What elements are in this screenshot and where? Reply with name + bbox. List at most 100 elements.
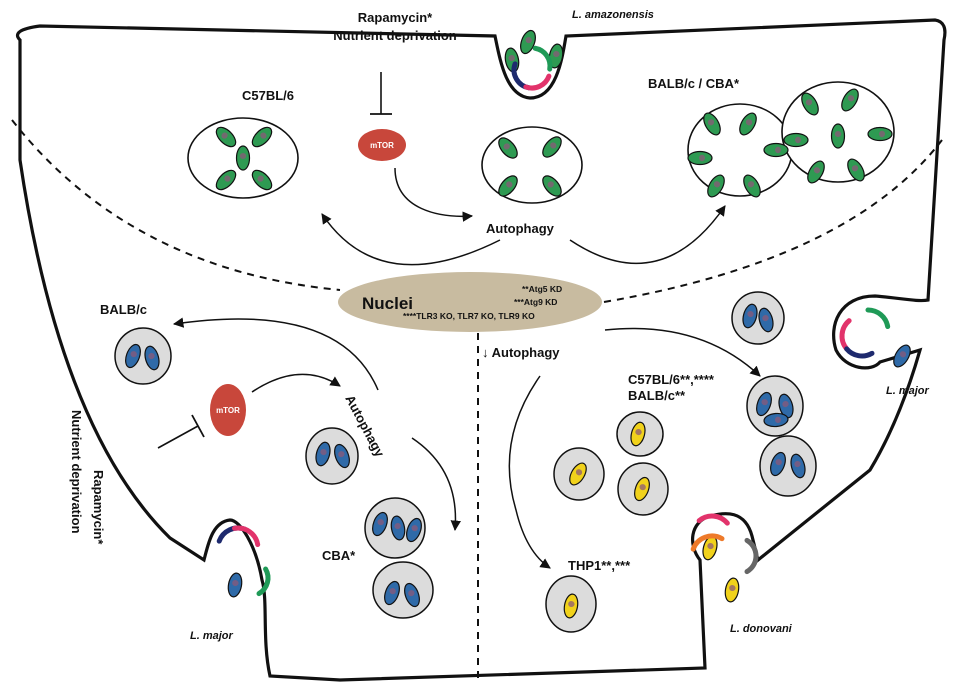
blue-parasite xyxy=(770,451,786,477)
blue-parasite xyxy=(758,307,774,333)
yellow-parasite xyxy=(724,577,740,603)
green-parasite xyxy=(847,158,865,182)
svg-text:***Atg9 KD: ***Atg9 KD xyxy=(514,297,557,307)
green-parasite xyxy=(830,123,846,149)
yellow-parasite xyxy=(563,593,579,619)
vacuole-balbc-left xyxy=(114,327,172,385)
blue-parasite xyxy=(384,580,400,606)
label-balbc-right: BALB/c** xyxy=(628,388,686,403)
inhibition-line-left xyxy=(157,425,199,449)
yellow-parasite xyxy=(634,476,650,502)
green-parasite xyxy=(867,126,893,142)
label-reduced-autophagy: ↓ Autophagy xyxy=(482,345,560,360)
blue-parasite xyxy=(756,391,772,417)
green-parasite xyxy=(841,88,859,112)
green-parasite xyxy=(707,174,725,198)
blue-parasite xyxy=(390,515,406,541)
receptor-green-left xyxy=(256,566,271,597)
green-parasite xyxy=(520,29,536,55)
svg-text:**Atg5 KD: **Atg5 KD xyxy=(522,284,562,294)
blue-parasite xyxy=(763,412,789,428)
drug-label-rapamycin-left: Rapamycin* xyxy=(91,470,106,545)
drug-label-nutrient-left: Nutrient deprivation xyxy=(69,410,84,534)
vacuole-right-1 xyxy=(731,291,785,345)
drug-label-rapamycin-top: Rapamycin* xyxy=(358,10,433,25)
vacuole-left-mid xyxy=(305,427,359,485)
svg-text:mTOR: mTOR xyxy=(216,406,240,415)
green-parasite xyxy=(498,175,518,197)
blue-parasite xyxy=(227,572,243,598)
receptor-pink-top xyxy=(523,73,552,91)
svg-text:Nuclei: Nuclei xyxy=(362,294,413,313)
receptor-pink-donovani xyxy=(696,513,730,526)
receptor-orange xyxy=(690,533,725,552)
label-l-donovani: L. donovani xyxy=(730,623,793,635)
label-thp1: THP1**,*** xyxy=(568,558,631,573)
blue-parasite xyxy=(315,441,331,467)
vacuole-center-top xyxy=(481,126,583,204)
receptor-pink-left xyxy=(232,525,261,548)
blue-parasite xyxy=(372,511,388,537)
green-parasite xyxy=(251,169,273,191)
yellow-parasite xyxy=(569,462,587,486)
vacuole-right-2 xyxy=(746,375,804,437)
blue-parasite xyxy=(125,343,141,369)
blue-parasite xyxy=(404,582,420,608)
blue-parasite xyxy=(893,344,911,368)
green-parasite xyxy=(763,142,789,158)
label-cba-left: CBA* xyxy=(322,548,356,563)
host-cell-membrane xyxy=(15,18,947,682)
receptor-pink-right xyxy=(839,318,852,352)
green-parasite xyxy=(235,145,251,171)
arrow-to-balbc-left xyxy=(172,317,379,391)
phagocytic-receptors xyxy=(216,45,891,597)
yellow-parasite xyxy=(702,535,718,561)
label-l-major-left: L. major xyxy=(190,630,234,642)
green-parasite xyxy=(687,150,713,166)
green-parasite xyxy=(739,112,757,136)
arrow-to-thp1 xyxy=(508,375,551,569)
receptor-navy-right xyxy=(844,346,875,359)
green-parasite xyxy=(251,126,273,148)
drug-label-nutrient-top: Nutrient deprivation xyxy=(333,28,457,43)
vacuole-cba-2 xyxy=(372,561,434,619)
arrow-to-c57bl6 xyxy=(321,213,501,266)
arrow-mtor-left-to-autophagy xyxy=(251,373,341,393)
receptor-navy-top xyxy=(511,61,532,91)
nuclei: Nuclei **Atg5 KD ***Atg9 KD ****TLR3 KO,… xyxy=(338,272,602,332)
green-parasite xyxy=(783,132,809,148)
label-autophagy-top: Autophagy xyxy=(486,221,555,236)
green-parasite xyxy=(542,175,562,197)
blue-parasite xyxy=(144,345,160,371)
parasites xyxy=(125,29,911,619)
receptor-green-right xyxy=(865,307,891,330)
yellow-parasite xyxy=(630,421,646,447)
green-parasite xyxy=(703,112,721,136)
blue-parasite xyxy=(778,393,794,419)
label-c57bl6-right: C57BL/6**,**** xyxy=(628,372,715,387)
label-balbc-left: BALB/c xyxy=(100,302,147,317)
svg-text:mTOR: mTOR xyxy=(370,141,394,150)
label-c57bl6-top: C57BL/6 xyxy=(242,88,294,103)
mtor-left: mTOR xyxy=(210,384,246,436)
label-l-amazonensis: L. amazonensis xyxy=(572,9,654,21)
label-balbc-cba-top: BALB/c / CBA* xyxy=(648,76,740,91)
receptor-green-top xyxy=(532,45,553,72)
green-parasite xyxy=(215,169,237,191)
blue-parasite xyxy=(406,517,422,543)
label-l-major-right: L. major xyxy=(886,385,930,397)
vacuole-right-3 xyxy=(759,435,817,497)
dashed-divider-left xyxy=(11,119,341,291)
blue-parasite xyxy=(334,443,350,469)
mtor-top: mTOR xyxy=(358,129,406,161)
arrow-to-balbc-cba xyxy=(569,205,726,265)
green-parasite xyxy=(498,137,518,159)
inhibition-bar-left xyxy=(191,414,205,438)
blue-parasite xyxy=(790,453,806,479)
green-parasite xyxy=(807,160,825,184)
green-parasite xyxy=(542,136,562,158)
svg-text:****TLR3 KO, TLR7 KO, TLR9 KO: ****TLR3 KO, TLR7 KO, TLR9 KO xyxy=(403,311,535,321)
green-parasite xyxy=(548,43,564,69)
